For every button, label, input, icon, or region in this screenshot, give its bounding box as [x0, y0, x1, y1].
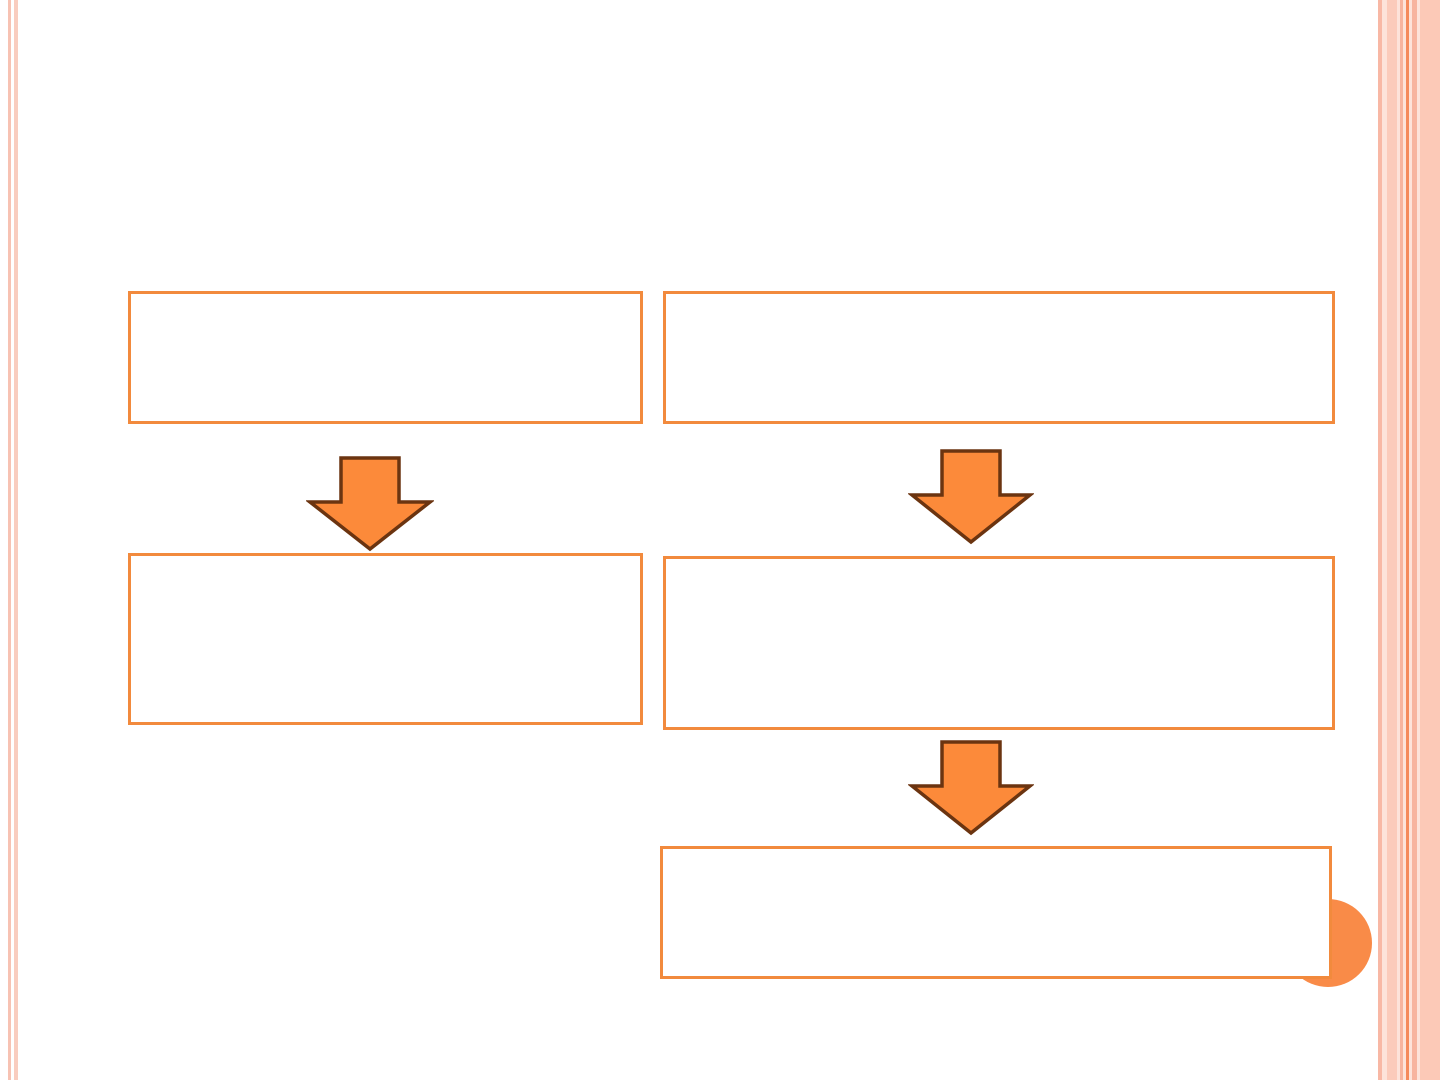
flow-box-right-top — [663, 291, 1335, 424]
right-decor-stripe — [1420, 0, 1440, 1080]
down-arrow-icon — [306, 456, 434, 552]
flow-box-left-bottom — [128, 553, 643, 725]
right-decor-stripe — [1400, 0, 1403, 1080]
flow-box-left-top — [128, 291, 643, 424]
right-decor-stripe — [1387, 0, 1397, 1080]
left-decor-stripe — [8, 0, 11, 1080]
right-decor-stripe — [1378, 0, 1382, 1080]
down-arrow-icon — [908, 740, 1034, 836]
right-decor-stripe — [1412, 0, 1417, 1080]
flow-box-right-bottom — [660, 846, 1332, 979]
flow-box-right-middle — [663, 556, 1335, 730]
right-decor-stripe — [1406, 0, 1409, 1080]
left-decor-stripe — [14, 0, 18, 1080]
down-arrow-icon — [908, 449, 1034, 545]
